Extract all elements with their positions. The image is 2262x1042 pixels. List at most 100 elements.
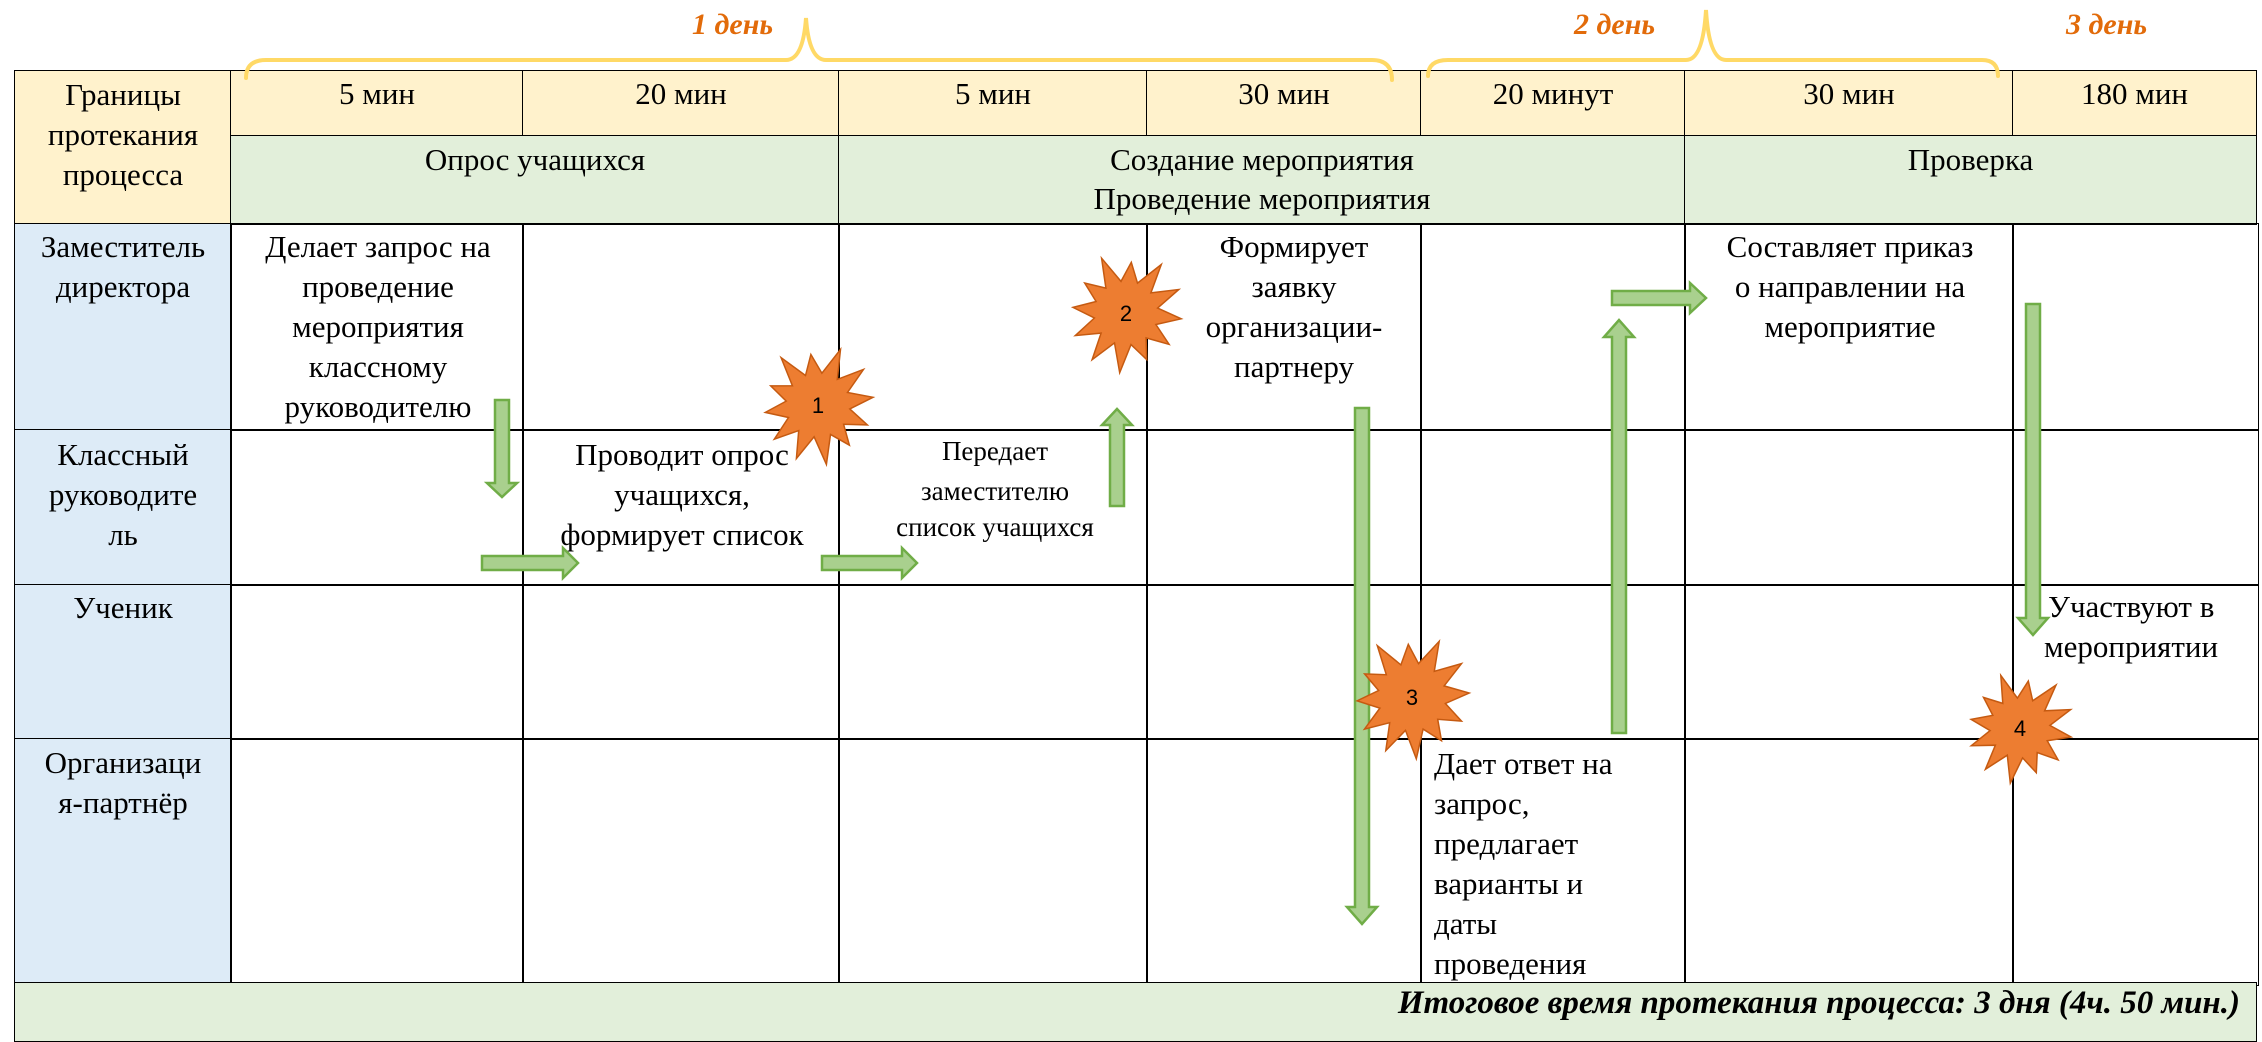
time-slot-5-label: 20 минут: [1492, 76, 1614, 111]
day-label-3: 3 день: [2066, 8, 2148, 41]
task-teacher-transfer-2: заместителю: [920, 476, 1070, 506]
lane-partner: [14, 738, 232, 984]
arrow-deputy-to-partner: [1344, 406, 1380, 926]
grid-cell: [1684, 584, 2014, 740]
total-row: [14, 982, 2257, 1042]
grid-cell: [230, 223, 524, 431]
task-student-participate-1: Участвуют в: [2048, 589, 2215, 624]
marker-number-1: 1: [812, 393, 824, 418]
marker-number-2: 2: [1120, 301, 1132, 326]
task-teacher-transfer-3: список учащихся: [896, 512, 1094, 542]
time-slot-6: [1684, 70, 2014, 137]
task-deputy-request-4: классному: [308, 349, 448, 384]
task-partner-answer-6: проведения: [1434, 946, 1587, 981]
phase-conduct-label: Проведение мероприятия: [1093, 181, 1431, 216]
process-bounds-label-3: процесса: [62, 157, 184, 192]
marker-burst-4: [1969, 672, 2074, 786]
task-deputy-application-2: заявку: [1251, 269, 1337, 304]
time-slot-4-label: 30 мин: [1238, 76, 1330, 111]
grid-cell: [2012, 584, 2259, 740]
task-deputy-request-2: проведение: [302, 269, 454, 304]
phase-create-conduct: [838, 135, 1686, 225]
time-slot-3-label: 5 мин: [954, 76, 1032, 111]
task-deputy-request-3: мероприятия: [292, 309, 464, 344]
lane-partner-label-2: я-партнёр: [58, 785, 188, 820]
task-teacher-survey-3: формирует список: [560, 517, 804, 552]
lane-deputy-label-2: директора: [55, 269, 191, 304]
day-label-1: 1 день: [692, 8, 774, 41]
grid-cell: [1684, 223, 2014, 431]
task-partner-answer-4: варианты и: [1434, 866, 1584, 901]
time-slot-2-label: 20 мин: [635, 76, 727, 111]
task-deputy-request-5: руководителю: [284, 389, 472, 424]
process-bounds-label-1: Границы: [65, 77, 181, 112]
task-deputy-order-1: Составляет приказ: [1726, 229, 1974, 264]
task-teacher-transfer-1: Передает: [941, 436, 1049, 466]
marker-burst-3: [1355, 638, 1472, 762]
arrow-transfer-to-deputy: [1099, 407, 1135, 508]
grid-cell: [2012, 223, 2259, 431]
grid-cell: [838, 584, 1148, 740]
phase-create-label: Создание мероприятия: [1110, 142, 1414, 177]
arrow-partner-to-deputy: [1601, 318, 1637, 735]
grid-cell: [522, 223, 840, 431]
task-deputy-order-3: мероприятие: [1764, 309, 1936, 344]
time-slot-6-label: 30 мин: [1803, 76, 1895, 111]
task-student-participate-2: мероприятии: [2044, 629, 2219, 664]
lane-partner-label-1: Организаци: [44, 745, 202, 780]
task-deputy-application-4: партнеру: [1234, 349, 1354, 384]
lane-teacher-label-3: ль: [108, 517, 138, 552]
arrow-order-to-student: [2015, 302, 2051, 637]
phase-survey-label: Опрос учащихся: [424, 142, 646, 177]
arrow-to-order: [1610, 280, 1708, 316]
phase-check: [1684, 135, 2257, 225]
lane-student-label: Ученик: [73, 590, 173, 625]
arrow-survey-to-transfer: [820, 544, 919, 582]
grid-cell: [230, 429, 524, 586]
phase-check-label: Проверка: [1907, 142, 2034, 177]
task-partner-answer-3: предлагает: [1434, 826, 1579, 861]
grid-cell: [1684, 429, 2014, 586]
time-slot-4: [1146, 70, 1422, 137]
marker-number-4: 4: [2014, 716, 2026, 741]
task-partner-answer-1: Дает ответ на: [1434, 746, 1613, 781]
grid-cell: [522, 429, 840, 586]
grid-cell: [522, 584, 840, 740]
arrow-teacher-to-survey: [480, 544, 580, 582]
task-teacher-survey-1: Проводит опрос: [575, 437, 789, 472]
grid-cell: [230, 584, 524, 740]
phase-survey: [230, 135, 840, 225]
lane-student: [14, 584, 232, 740]
marker-burst-2: [1070, 255, 1184, 376]
grid-cell: [1146, 429, 1422, 586]
task-deputy-application-3: организации-: [1205, 309, 1383, 344]
lane-teacher-label-2: руководите: [48, 477, 198, 512]
arrow-deputy-to-teacher: [483, 398, 521, 499]
task-deputy-order-2: о направлении на: [1734, 269, 1966, 304]
day-1-brace: [244, 17, 1394, 82]
lane-teacher: [14, 429, 232, 586]
grid-cell: [838, 429, 1148, 586]
total-time-label: Итоговое время протекания процесса: 3 дн…: [1397, 985, 2240, 1021]
task-partner-answer-5: даты: [1434, 906, 1498, 941]
task-deputy-request-1: Делает запрос на: [265, 229, 491, 264]
lane-teacher-label-1: Классный: [57, 437, 189, 472]
lane-deputy-label-1: Заместитель: [40, 229, 206, 264]
time-slot-1-label: 5 мин: [338, 76, 416, 111]
time-slot-5: [1420, 70, 1686, 137]
lane-deputy: [14, 223, 232, 431]
task-partner-answer-2: запрос,: [1434, 786, 1530, 821]
grid-cell: [1420, 223, 1686, 431]
grid-cell: [1420, 429, 1686, 586]
marker-number-3: 3: [1406, 685, 1418, 710]
day-2-brace: [1426, 9, 2000, 78]
grid-cell: [2012, 429, 2259, 586]
process-bounds-label-2: протекания: [47, 117, 199, 152]
task-deputy-application-1: Формирует: [1219, 229, 1369, 264]
day-label-2: 2 день: [1574, 8, 1656, 41]
task-teacher-survey-2: учащихся,: [614, 477, 750, 512]
time-slot-7-label: 180 мин: [2080, 76, 2189, 111]
marker-burst-1: [763, 346, 876, 468]
